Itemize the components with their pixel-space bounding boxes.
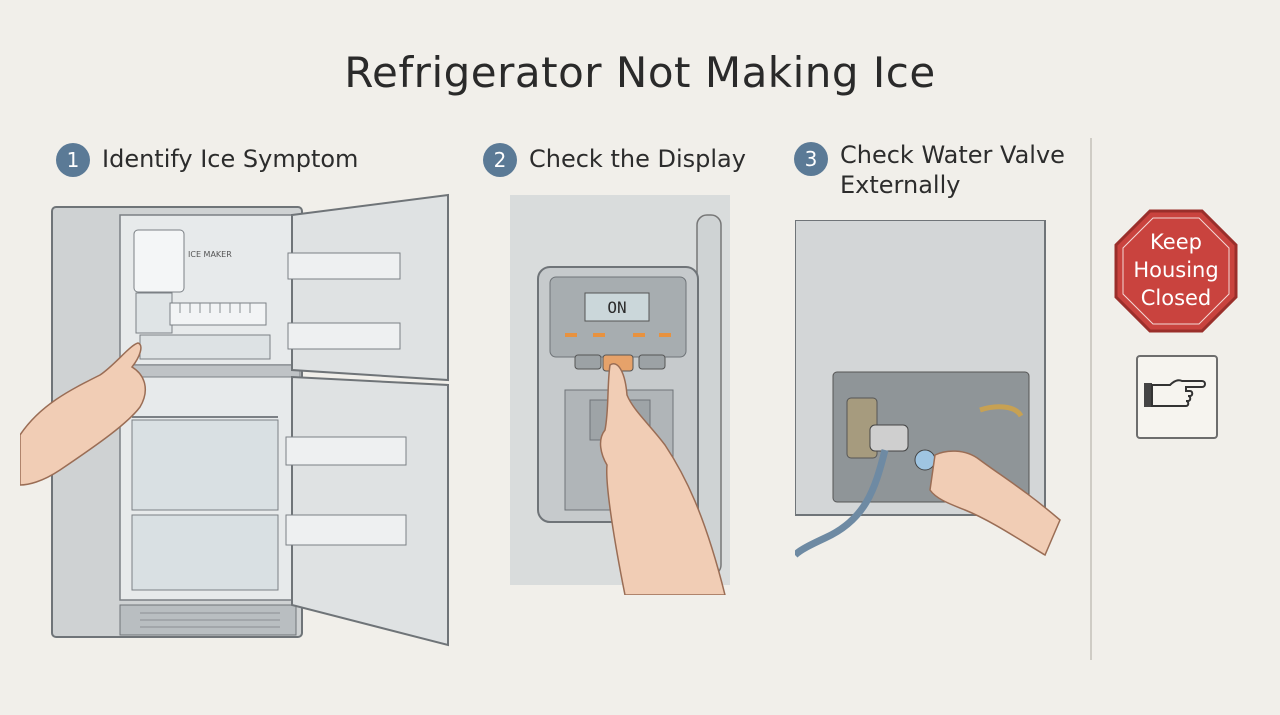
step-3-label-line2: Externally <box>840 171 961 199</box>
warning-line-1: Keep <box>1150 230 1202 254</box>
step-3-heading: 3 Check Water Valve Externally <box>794 140 1065 200</box>
section-divider <box>1090 138 1092 660</box>
open-refrigerator-illustration: ICE MAKER <box>20 193 449 647</box>
water-valve-illustration <box>795 220 1061 558</box>
pointing-hand-icon <box>1136 355 1218 439</box>
step-1-badge: 1 <box>56 143 90 177</box>
step-2-label: Check the Display <box>529 145 746 173</box>
step-1-heading: 1 Identify Ice Symptom <box>56 142 358 177</box>
page-title: Refrigerator Not Making Ice <box>344 48 936 97</box>
step-1-label: Identify Ice Symptom <box>102 145 359 173</box>
dispenser-display-illustration: ON <box>510 195 730 595</box>
display-readout: ON <box>607 298 626 317</box>
stop-sign-icon: Keep Housing Closed <box>1114 209 1238 333</box>
warning-line-2: Housing <box>1133 258 1218 282</box>
pointing-hand-glyph <box>1144 379 1206 407</box>
step-3-label-line1: Check Water Valve <box>840 141 1065 169</box>
ice-maker-label: ICE MAKER <box>188 250 232 259</box>
step-2-badge: 2 <box>483 143 517 177</box>
step-3-label-block: Check Water Valve Externally <box>840 140 1065 200</box>
step-3-badge: 3 <box>794 142 828 176</box>
step-2-heading: 2 Check the Display <box>483 142 746 177</box>
warning-line-3: Closed <box>1141 286 1212 310</box>
